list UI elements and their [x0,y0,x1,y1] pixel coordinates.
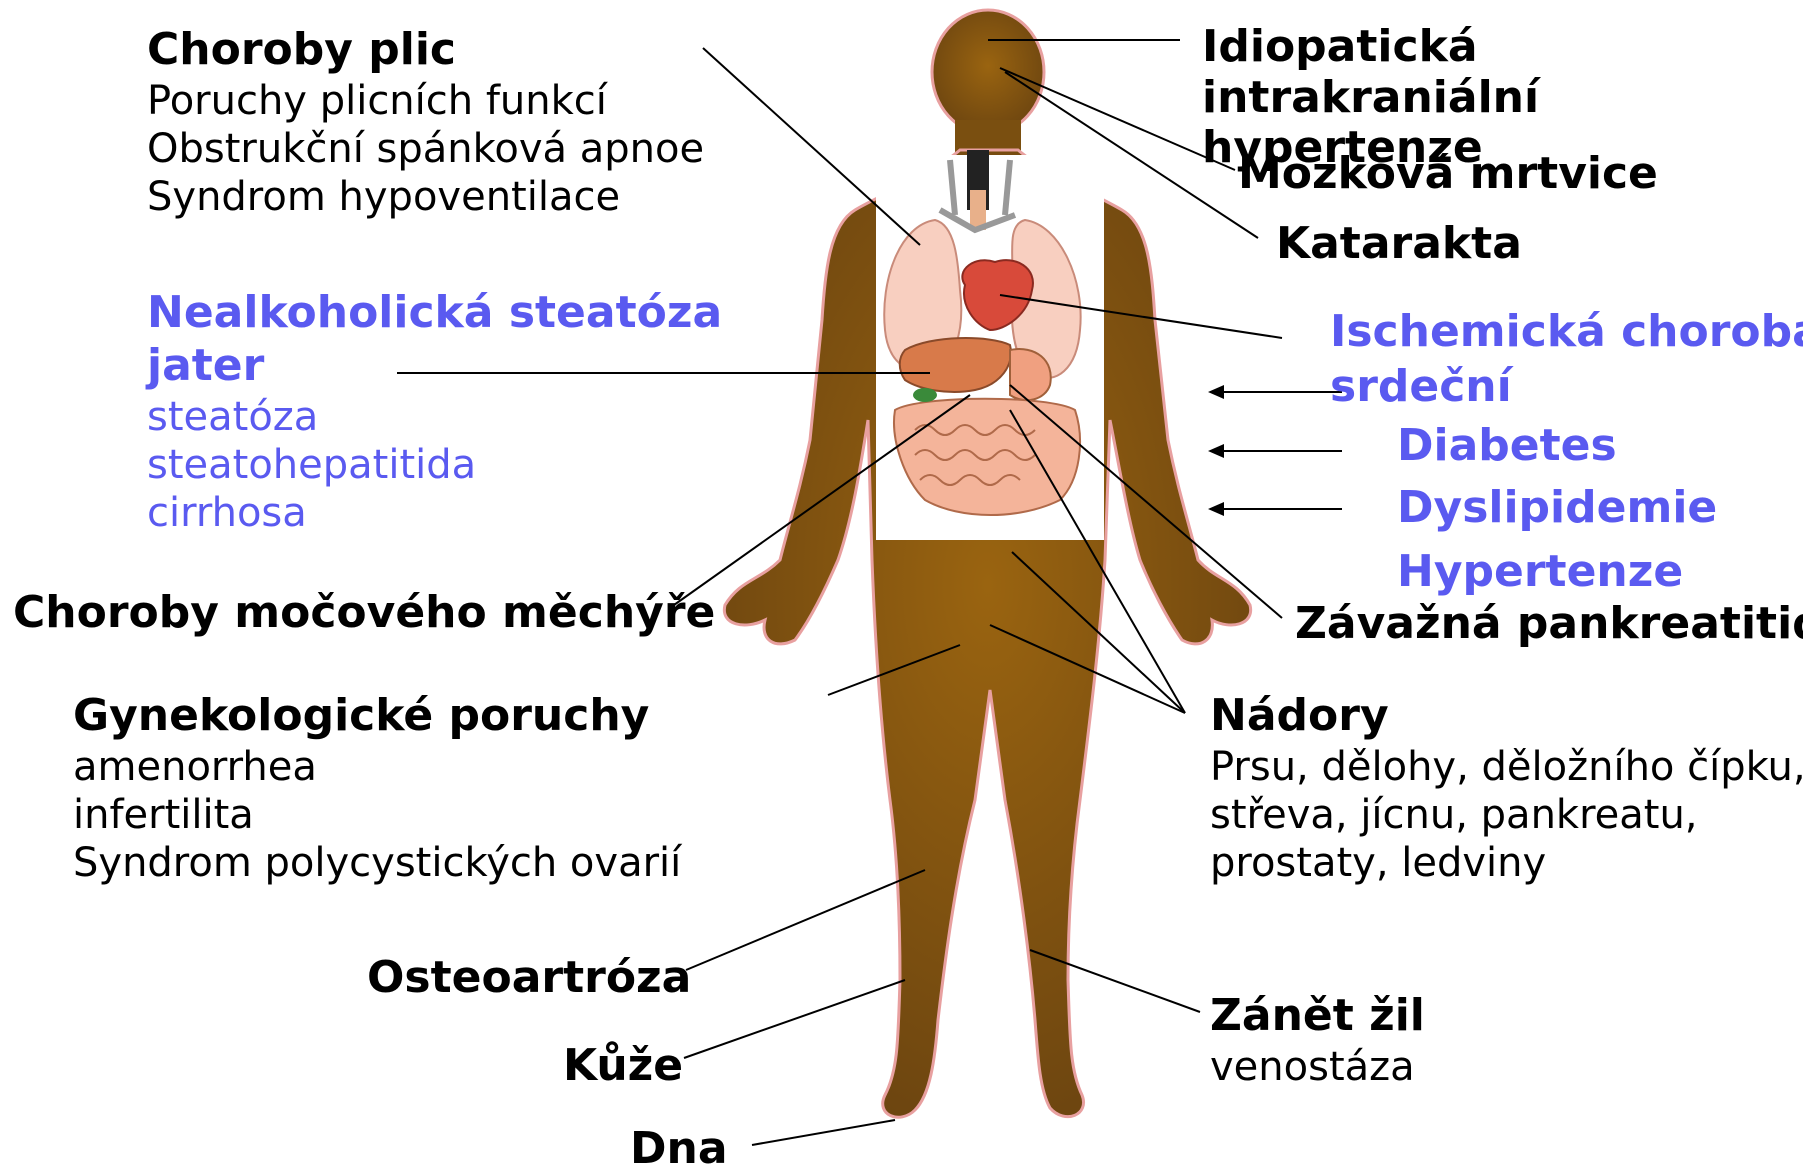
gallbladder-shape [913,388,937,402]
iih-line: intrakraniální [1202,73,1539,124]
ihd-line-1: Ischemická choroba [1330,304,1803,359]
ihd-line-2: srdeční [1330,359,1803,414]
tumors-item: střeva, jícnu, pankreatu, [1210,791,1803,839]
phlebitis-group: Zánět žil venostáza [1210,990,1425,1091]
liver-disease-title-2: jater [147,340,722,393]
line-stroke [1000,68,1235,170]
liver-item: cirrhosa [147,489,722,537]
pancreatitis-title: Závažná pankreatitida [1295,598,1803,651]
bladder-disease-title: Choroby močového měchýře [13,587,715,640]
phlebitis-item: venostáza [1210,1043,1425,1091]
tumors-item: prostaty, ledviny [1210,839,1803,887]
liver-item: steatohepatitida [147,441,722,489]
tumors-title: Nádory [1210,690,1803,743]
head-shape [932,10,1044,134]
lung-disease-title: Choroby plic [147,24,704,77]
line-osteo [686,870,925,970]
intestines-shape [894,399,1080,515]
line-gout [752,1120,895,1145]
lung-item: Syndrom hypoventilace [147,173,704,221]
line-skin [684,980,905,1058]
arrowhead-2 [1208,444,1224,458]
liver-disease-group: Nealkoholická steatóza jater steatóza st… [147,287,722,537]
diabetes-title: Diabetes [1397,420,1617,473]
dyslipidemia-title: Dyslipidemie [1397,482,1717,535]
ihd-group: Ischemická choroba srdeční [1330,304,1803,414]
iih-line: Idiopatická [1202,22,1539,73]
gyn-item: infertilita [73,791,681,839]
arrowhead-3 [1208,502,1224,516]
gyn-disorders-title: Gynekologické poruchy [73,690,681,743]
line-lung [703,48,920,245]
lung-item: Obstrukční spánková apnoe [147,125,704,173]
gout-title: Dna [630,1123,728,1176]
gyn-item: amenorrhea [73,743,681,791]
skin-title: Kůže [563,1040,683,1093]
arrowhead-1 [1208,385,1224,399]
arrowheads [1208,385,1224,516]
lung-item: Poruchy plicních funkcí [147,77,704,125]
osteoarthrosis-title: Osteoartróza [367,952,691,1005]
gyn-disorders-group: Gynekologické poruchy amenorrhea inferti… [73,690,681,887]
phlebitis-title: Zánět žil [1210,990,1425,1043]
lung-disease-group: Choroby plic Poruchy plicních funkcí Obs… [147,24,704,221]
liver-disease-title-1: Nealkoholická steatóza [147,287,722,340]
gyn-item: Syndrom polycystických ovarií [73,839,681,887]
hypertension-title: Hypertenze [1397,546,1683,599]
liver-item: steatóza [147,393,722,441]
tumors-item: Prsu, dělohy, děložního čípku, [1210,743,1803,791]
stroke-title: Mozková mrtvice [1238,148,1658,201]
cataract-title: Katarakta [1276,218,1522,271]
tumors-group: Nádory Prsu, dělohy, děložního čípku, st… [1210,690,1803,887]
